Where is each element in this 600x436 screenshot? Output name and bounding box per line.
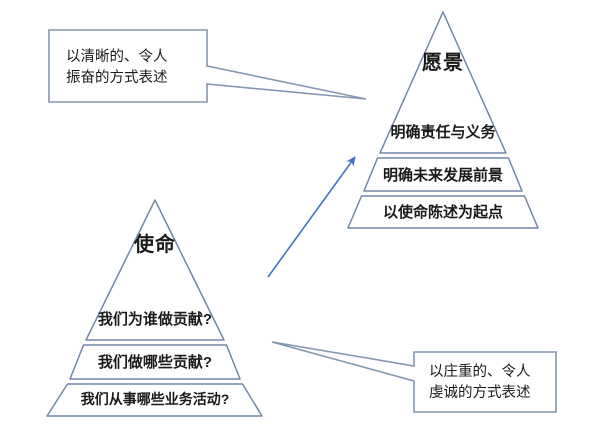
mission-pyramid[interactable]	[46, 199, 263, 417]
mission-callout-shape[interactable]	[271, 341, 557, 413]
vision-tier-1-shape[interactable]	[379, 11, 507, 154]
vision-callout-shape[interactable]	[48, 29, 367, 103]
mission-callout[interactable]	[271, 341, 557, 413]
vision-callout-label: 以清晰的、令人 振奋的方式表述	[66, 49, 168, 87]
vision-callout[interactable]	[48, 29, 367, 103]
mission-tier-3-shape[interactable]	[46, 383, 263, 417]
mission-to-vision-arrow[interactable]	[267, 156, 356, 278]
vision-tier-2-shape[interactable]	[363, 157, 523, 192]
mission-tier-1-shape[interactable]	[85, 199, 225, 341]
mission-callout-label: 以庄重的、令人 虔诚的方式表述	[429, 364, 531, 402]
mission-tier-2-shape[interactable]	[69, 344, 241, 380]
vision-tier-3-shape[interactable]	[347, 195, 539, 229]
vision-pyramid[interactable]	[347, 11, 539, 229]
